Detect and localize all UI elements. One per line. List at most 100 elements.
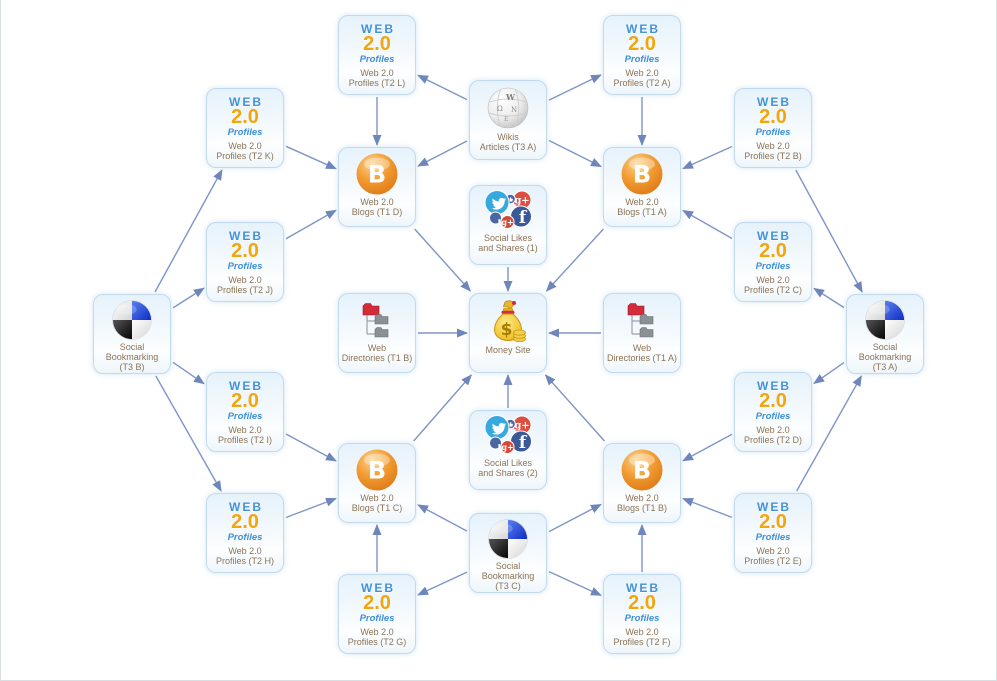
- node-t2b[interactable]: WEB 2.0 Profiles Web 2.0 Profiles (T2 B): [734, 88, 812, 168]
- edge-wikis-t2l: [417, 74, 468, 101]
- edge-t3b-t2j: [172, 287, 205, 309]
- node-t2k[interactable]: WEB 2.0 Profiles Web 2.0 Profiles (T2 K): [206, 88, 284, 168]
- node-dira[interactable]: Web Directories (T1 A): [603, 293, 681, 373]
- web20-profiles-logo-icon: WEB 2.0 Profiles: [624, 22, 660, 65]
- social-icon-wrap: g+ f g+: [484, 190, 532, 232]
- edge-t1b-money: [544, 374, 606, 442]
- edge-t3b-t2i: [172, 361, 205, 385]
- web20-profiles-logo-icon: WEB 2.0 Profiles: [227, 229, 263, 272]
- node-label: Social Bookmarking (T3 A): [858, 342, 912, 372]
- node-label: Social Likes and Shares (2): [478, 458, 538, 478]
- node-label: Web 2.0 Blogs (T1 D): [351, 197, 403, 217]
- social-icon-wrap: g+ f g+: [484, 415, 532, 457]
- edge-t1a-money: [545, 228, 604, 292]
- web20-profiles-logo-icon: WEB 2.0 Profiles: [755, 500, 791, 543]
- blogger-icon: B: [356, 449, 398, 491]
- node-t2j[interactable]: WEB 2.0 Profiles Web 2.0 Profiles (T2 J): [206, 222, 284, 302]
- node-t2c[interactable]: WEB 2.0 Profiles Web 2.0 Profiles (T2 C): [734, 222, 812, 302]
- bookmark-icon-wrap: [111, 299, 153, 341]
- node-t2e[interactable]: WEB 2.0 Profiles Web 2.0 Profiles (T2 E): [734, 493, 812, 573]
- node-t3b[interactable]: Social Bookmarking (T3 B): [93, 294, 171, 374]
- svg-text:g+: g+: [501, 217, 513, 227]
- node-t1c[interactable]: B Web 2.0 Blogs (T1 C): [338, 443, 416, 523]
- edge-t3b-t2h: [155, 375, 222, 492]
- node-label: Web 2.0 Profiles (T2 G): [347, 627, 407, 647]
- edge-t3c-t1c: [417, 504, 468, 532]
- node-t2l[interactable]: WEB 2.0 Profiles Web 2.0 Profiles (T2 L): [338, 15, 416, 95]
- edge-t1d-money: [414, 228, 471, 292]
- node-label: Web 2.0 Profiles (T2 D): [743, 425, 802, 445]
- wiki-icon-wrap: W Ω N E: [485, 85, 531, 131]
- node-label: Social Bookmarking (T3 C): [481, 561, 535, 591]
- svg-text:f: f: [519, 433, 528, 453]
- web20-icon-wrap: WEB 2.0 Profiles: [624, 20, 660, 67]
- node-t2i[interactable]: WEB 2.0 Profiles Web 2.0 Profiles (T2 I): [206, 372, 284, 452]
- node-t2a[interactable]: WEB 2.0 Profiles Web 2.0 Profiles (T2 A): [603, 15, 681, 95]
- edge-t3a-t2c: [813, 287, 845, 309]
- node-money[interactable]: $ Money Site: [469, 293, 547, 373]
- folders-icon-wrap: [620, 298, 664, 342]
- node-wikis[interactable]: W Ω N E Wikis Articles (T3 A): [469, 80, 547, 160]
- node-label: Web 2.0 Profiles (T2 A): [613, 68, 671, 88]
- svg-text:$: $: [501, 320, 513, 340]
- web20-profiles-logo-icon: WEB 2.0 Profiles: [359, 581, 395, 624]
- node-dirb[interactable]: Web Directories (T1 B): [338, 293, 416, 373]
- web20-profiles-logo-icon: WEB 2.0 Profiles: [755, 379, 791, 422]
- web20-profiles-logo-icon: WEB 2.0 Profiles: [755, 95, 791, 138]
- edge-t2j-t1d: [285, 209, 337, 240]
- edge-t3c-t1b: [548, 503, 602, 533]
- node-label: Web 2.0 Profiles (T2 B): [744, 141, 802, 161]
- web20-icon-wrap: WEB 2.0 Profiles: [227, 93, 263, 140]
- node-label: Web 2.0 Blogs (T1 C): [351, 493, 403, 513]
- node-label: Web 2.0 Profiles (T2 K): [216, 141, 274, 161]
- node-t3a[interactable]: Social Bookmarking (T3 A): [846, 294, 924, 374]
- edge-wikis-t1a: [548, 139, 602, 168]
- node-t2g[interactable]: WEB 2.0 Profiles Web 2.0 Profiles (T2 G): [338, 574, 416, 654]
- social-bookmarking-icon: [865, 300, 905, 340]
- svg-text:N: N: [511, 106, 517, 114]
- node-likes2[interactable]: g+ f g+ Social Likes and Shares (2): [469, 410, 547, 490]
- node-t2d[interactable]: WEB 2.0 Profiles Web 2.0 Profiles (T2 D): [734, 372, 812, 452]
- svg-text:E: E: [504, 116, 508, 123]
- node-label: Social Bookmarking (T3 B): [105, 342, 159, 372]
- node-t2h[interactable]: WEB 2.0 Profiles Web 2.0 Profiles (T2 H): [206, 493, 284, 573]
- svg-text:B: B: [633, 457, 651, 485]
- node-label: Social Likes and Shares (1): [478, 233, 538, 253]
- node-label: Web Directories (T1 B): [341, 343, 413, 363]
- web20-icon-wrap: WEB 2.0 Profiles: [227, 498, 263, 545]
- node-label: Money Site: [485, 345, 531, 355]
- blogger-icon: B: [621, 449, 663, 491]
- web20-profiles-logo-icon: WEB 2.0 Profiles: [227, 500, 263, 543]
- edge-t2e-t3a: [796, 375, 862, 492]
- svg-text:Ω: Ω: [497, 105, 503, 113]
- bookmark-icon-wrap: [864, 299, 906, 341]
- edge-t3b-t2k: [154, 169, 223, 293]
- edge-t2i-t1c: [285, 433, 337, 462]
- svg-text:B: B: [368, 457, 386, 485]
- blogger-icon-wrap: B: [620, 152, 664, 196]
- edge-t2e-t1b: [682, 497, 733, 519]
- money-icon-wrap: $: [485, 298, 531, 344]
- node-t3c[interactable]: Social Bookmarking (T3 C): [469, 513, 547, 593]
- web20-profiles-logo-icon: WEB 2.0 Profiles: [755, 229, 791, 272]
- web-directories-icon: [627, 303, 654, 338]
- web20-icon-wrap: WEB 2.0 Profiles: [624, 579, 660, 626]
- node-likes1[interactable]: g+ f g+ Social Likes and Shares (1): [469, 185, 547, 265]
- node-label: Web 2.0 Profiles (T2 J): [216, 275, 273, 295]
- node-t1b[interactable]: B Web 2.0 Blogs (T1 B): [603, 443, 681, 523]
- blogger-icon: B: [621, 153, 663, 195]
- social-bookmarking-icon: [112, 300, 152, 340]
- web20-icon-wrap: WEB 2.0 Profiles: [755, 93, 791, 140]
- web20-icon-wrap: WEB 2.0 Profiles: [755, 377, 791, 424]
- svg-text:g+: g+: [514, 196, 529, 207]
- node-label: Web Directories (T1 A): [606, 343, 677, 363]
- web20-profiles-logo-icon: WEB 2.0 Profiles: [227, 95, 263, 138]
- node-label: Wikis Articles (T3 A): [479, 132, 537, 152]
- edge-t1c-money: [413, 374, 472, 442]
- wikipedia-globe-icon: W Ω N E: [487, 87, 529, 129]
- node-t2f[interactable]: WEB 2.0 Profiles Web 2.0 Profiles (T2 F): [603, 574, 681, 654]
- node-t1a[interactable]: B Web 2.0 Blogs (T1 A): [603, 147, 681, 227]
- node-t1d[interactable]: B Web 2.0 Blogs (T1 D): [338, 147, 416, 227]
